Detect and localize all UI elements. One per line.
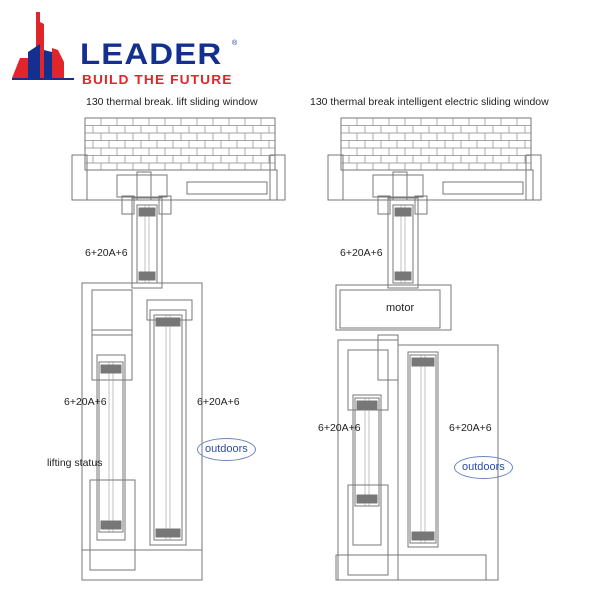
mullion <box>387 197 419 289</box>
spacer <box>155 317 181 327</box>
head-frame <box>86 169 278 201</box>
brick-wall <box>84 117 276 171</box>
head-clip <box>414 195 428 215</box>
spacer <box>100 364 122 374</box>
head-clip <box>121 195 135 215</box>
spacer <box>356 400 378 410</box>
glass-label: 6+20A+6 <box>340 247 383 259</box>
sill <box>81 549 203 581</box>
head-profile <box>116 174 168 198</box>
spacer <box>411 531 435 541</box>
logo-building-icon <box>12 12 74 80</box>
glass-label: 6+20A+6 <box>318 422 361 434</box>
brick-wall <box>340 117 532 171</box>
logo-tagline: BUILD THE FUTURE <box>82 73 233 87</box>
head-clip <box>377 195 391 215</box>
spacer <box>155 528 181 538</box>
spacer <box>394 207 412 217</box>
sill <box>335 554 487 581</box>
outdoors-label: outdoors <box>454 456 513 479</box>
glass-pane <box>136 204 158 284</box>
glass-pane <box>153 314 183 541</box>
glass-label: 6+20A+6 <box>197 396 240 408</box>
logo-registered: ® <box>232 40 238 47</box>
outer-sash <box>407 351 439 548</box>
head-track <box>186 181 268 195</box>
lifting-status-label: lifting status <box>47 457 103 469</box>
motor-label: motor <box>386 302 415 314</box>
right-diagram-title: 130 thermal break intelligent electric s… <box>310 96 549 108</box>
head-clip <box>158 195 172 215</box>
spacer <box>100 520 122 530</box>
spacer <box>394 271 412 281</box>
glass-pane <box>392 204 414 284</box>
spacer <box>138 271 156 281</box>
head-chamber <box>136 171 152 201</box>
outer-sash <box>149 309 187 546</box>
outdoors-label: outdoors <box>197 438 256 461</box>
head-profile <box>372 174 424 198</box>
motor-box <box>339 289 441 329</box>
glass-label: 6+20A+6 <box>449 422 492 434</box>
glass-pane <box>354 397 380 507</box>
head-frame <box>342 169 534 201</box>
head-chamber <box>392 171 408 201</box>
inner-sash <box>352 394 382 546</box>
inner-sash-top <box>91 329 133 381</box>
head-track <box>442 181 524 195</box>
left-diagram-title: 130 thermal break. lift sliding window <box>86 96 258 108</box>
glass-pane <box>409 354 437 544</box>
inner-frame <box>337 339 399 581</box>
spacer <box>138 207 156 217</box>
glass-pane <box>98 361 124 533</box>
spacer <box>356 494 378 504</box>
logo-brand: LEADER <box>80 38 223 71</box>
top-profile <box>91 289 133 336</box>
frame <box>81 282 203 581</box>
sill-profile <box>347 484 389 576</box>
spacer <box>411 357 435 367</box>
mullion <box>131 197 163 289</box>
motor-housing <box>335 284 452 331</box>
glass-label: 6+20A+6 <box>64 396 107 408</box>
sill-profile <box>89 479 136 571</box>
inner-sash <box>96 354 126 541</box>
glass-label: 6+20A+6 <box>85 247 128 259</box>
